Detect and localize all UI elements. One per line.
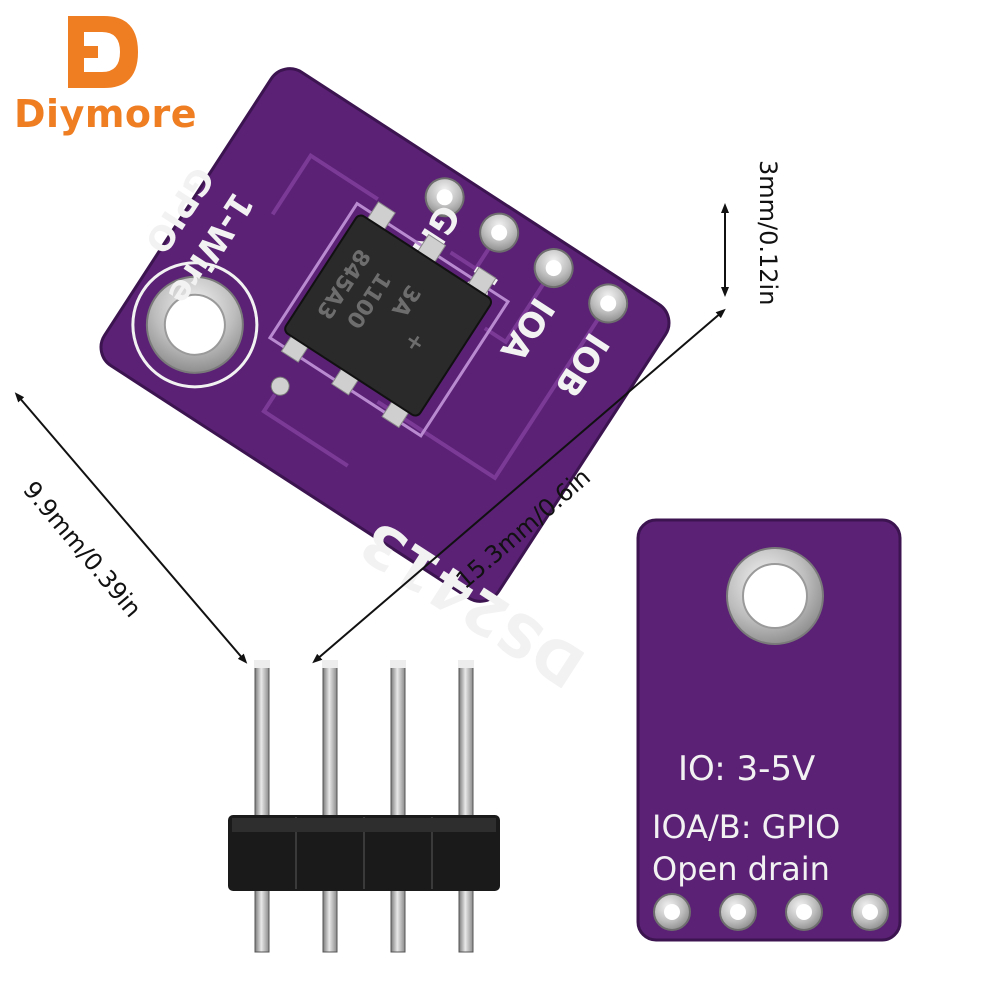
back-board: IO: 3-5V IOA/B: GPIO Open drain	[636, 518, 902, 942]
back-line-drain: Open drain	[652, 850, 830, 888]
pin-header	[228, 660, 500, 953]
pin-pitch-label: 3mm/0.12in	[754, 160, 782, 305]
front-pin-pads	[424, 177, 629, 324]
back-line-voltage: IO: 3-5V	[678, 749, 815, 789]
mount-silk-ring	[131, 261, 259, 389]
header-pin	[254, 661, 270, 823]
header-pin	[322, 661, 338, 823]
brand-name: Diymore	[14, 92, 198, 136]
header-pin-lower	[458, 887, 474, 953]
header-pin-tip	[390, 660, 406, 668]
header-pin-tip	[322, 660, 338, 668]
back-pcb-body	[636, 518, 902, 942]
header-pin-tip	[254, 660, 270, 668]
back-line-gpio: IOA/B: GPIO	[652, 808, 840, 846]
header-pin-tip	[458, 660, 474, 668]
brand-logo: Diymore	[6, 8, 206, 148]
header-pin	[390, 661, 406, 823]
double-arrow-icon	[14, 392, 248, 664]
header-pin-lower	[322, 887, 338, 953]
diymore-d-logo-icon	[68, 16, 138, 88]
back-pin-pads	[653, 893, 889, 931]
header-pin-lower	[254, 887, 270, 953]
header-pin-lower	[390, 887, 406, 953]
via	[270, 376, 290, 396]
header-pin	[458, 661, 474, 823]
double-arrow-icon	[312, 308, 726, 664]
width-label: 9.9mm/0.39in	[17, 476, 147, 623]
